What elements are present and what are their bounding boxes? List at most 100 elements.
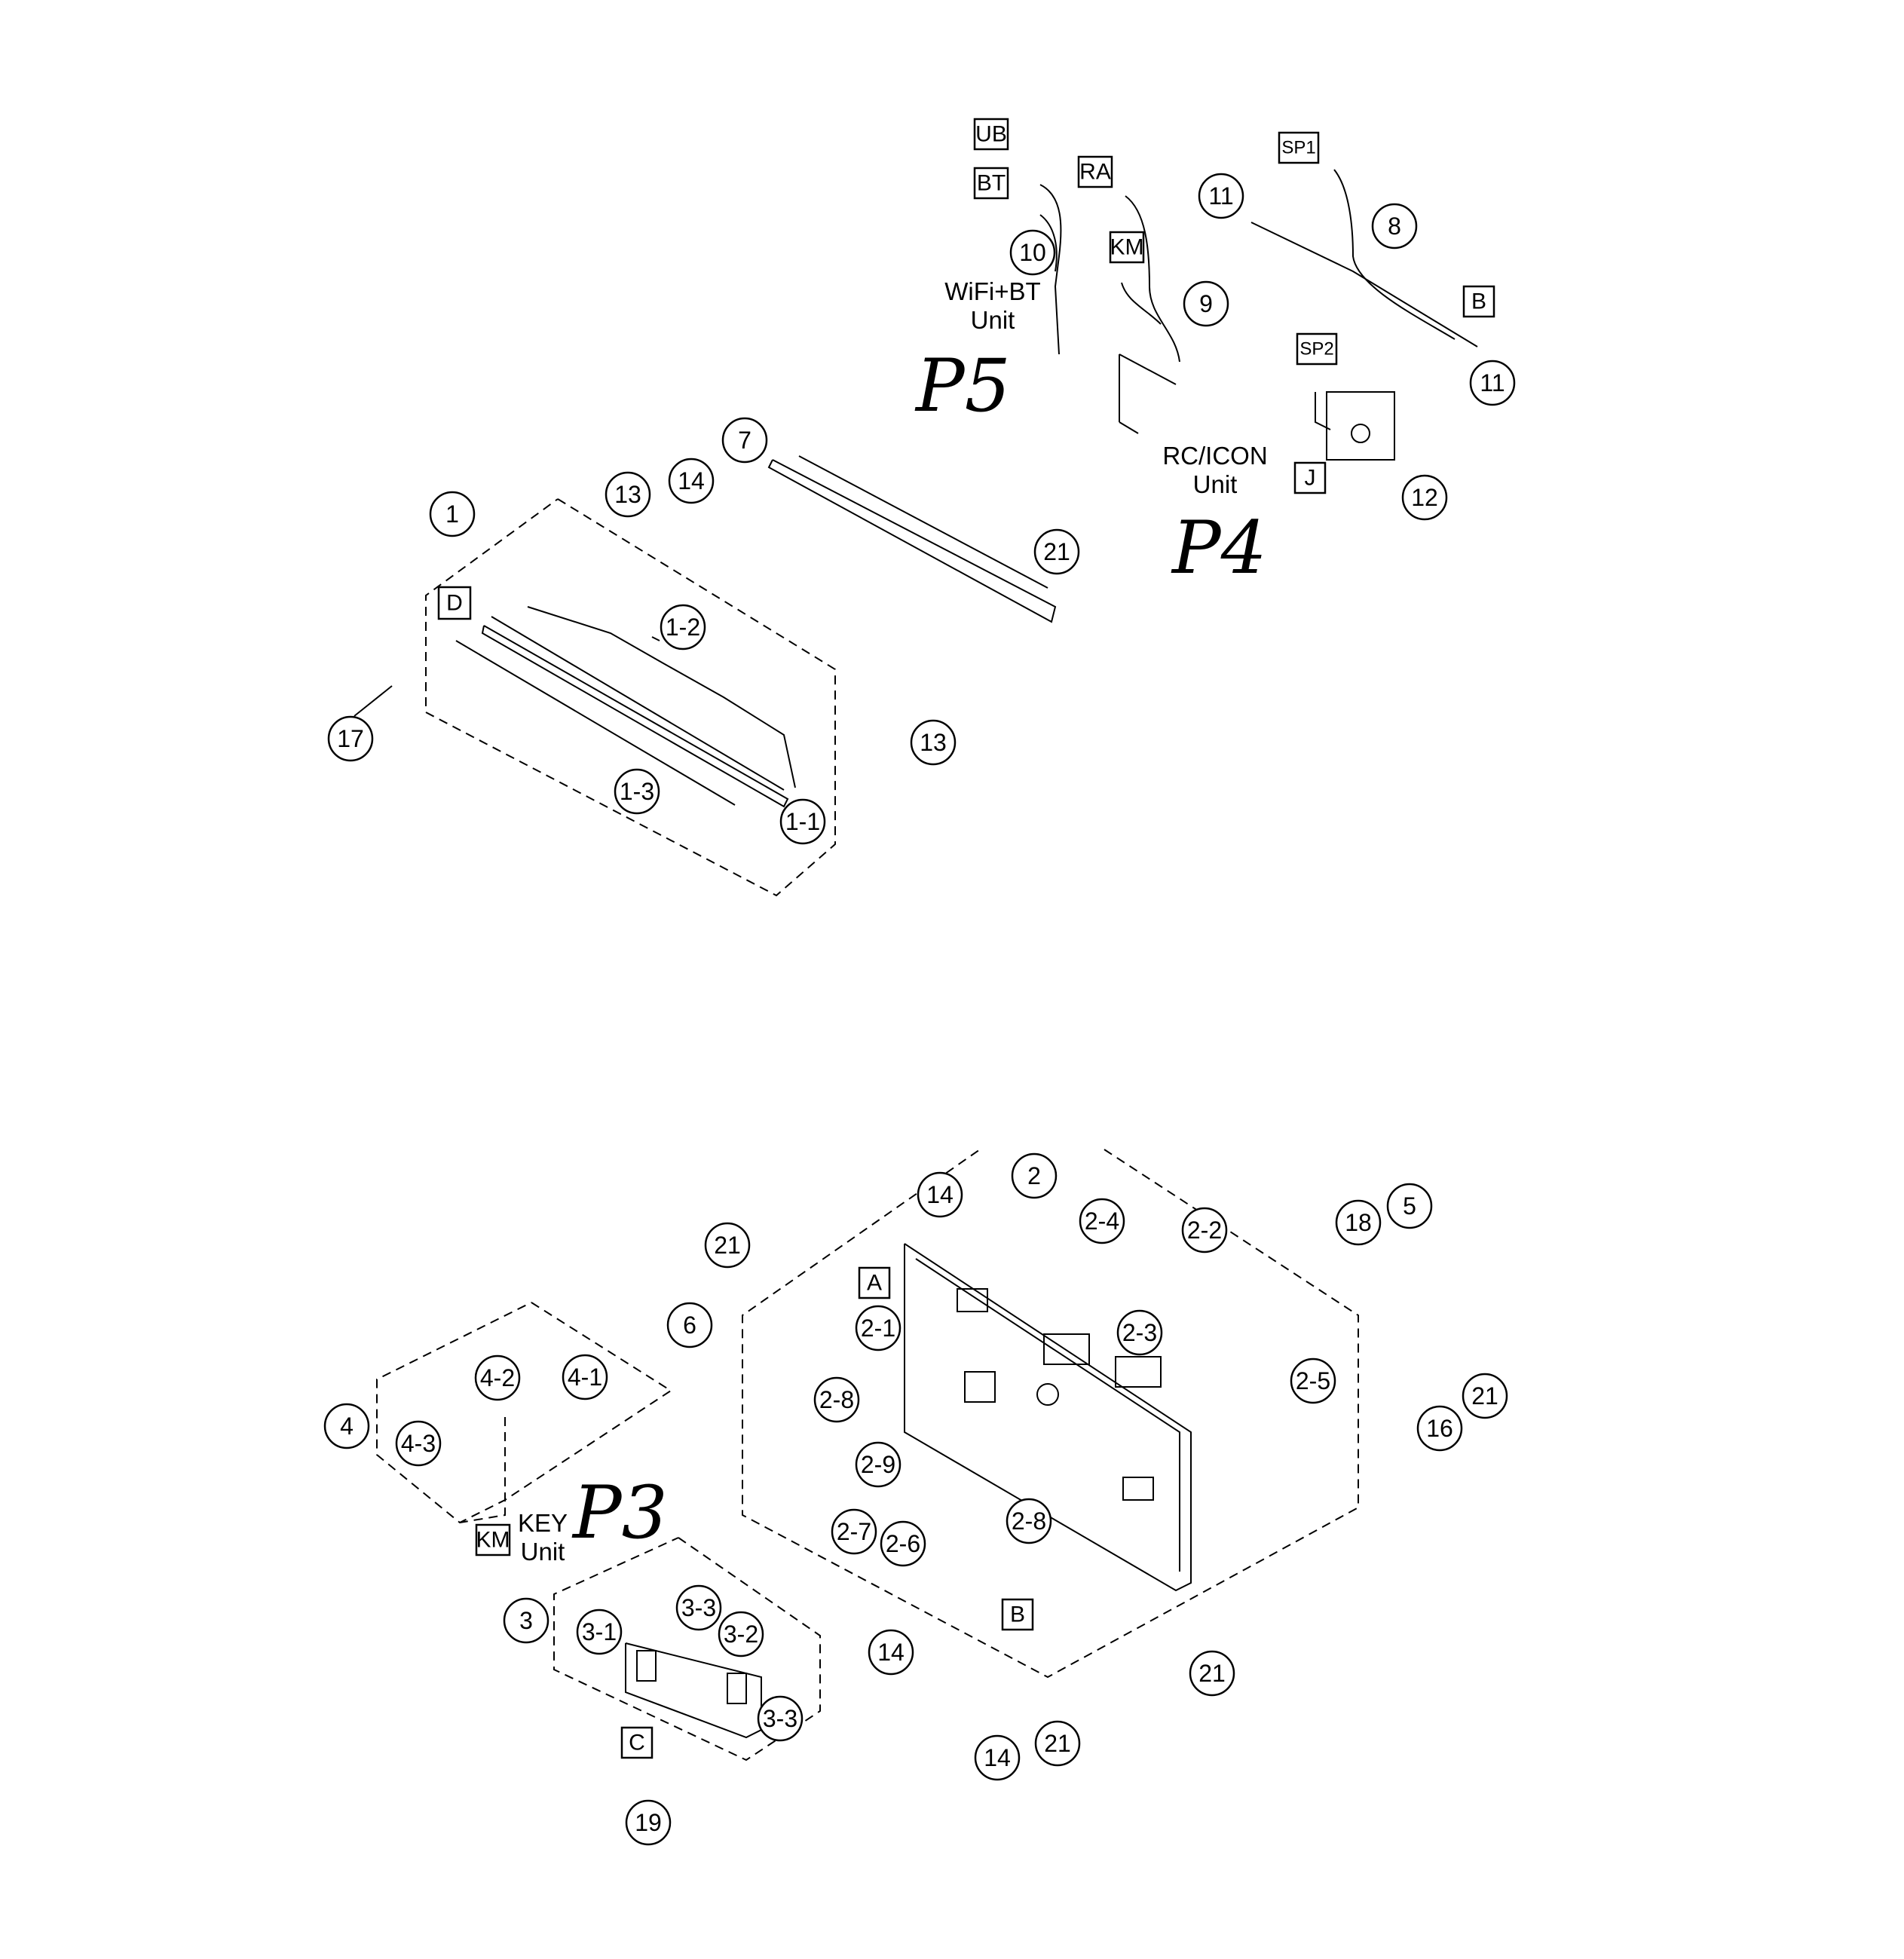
callout-8: 8 (1371, 203, 1418, 249)
callout-1-1: 1-1 (779, 798, 826, 845)
callout-7: 7 (721, 417, 768, 464)
callout-2-3: 2-3 (1116, 1309, 1163, 1356)
callout-14b: 14 (917, 1171, 963, 1218)
part-strip-7 (767, 455, 1057, 623)
callout-1-3: 1-3 (614, 768, 660, 815)
callout-21b: 21 (704, 1222, 751, 1269)
connector-sp2: SP2 (1296, 332, 1338, 366)
connector-sp1: SP1 (1278, 131, 1320, 164)
callout-2-4: 2-4 (1079, 1198, 1125, 1244)
callout-2: 2 (1011, 1152, 1058, 1199)
callout-14a: 14 (668, 458, 715, 504)
callout-label: 3-3 (681, 1594, 716, 1621)
handwritten-p5: P5 (914, 344, 1011, 428)
handwritten-p3: P3 (571, 1471, 668, 1555)
callout-label: 21 (1044, 1730, 1071, 1757)
callout-13b: 13 (910, 719, 957, 766)
connector-label: C (629, 1731, 645, 1755)
callout-label: 3-3 (763, 1705, 797, 1732)
callout-label: 1-3 (620, 778, 654, 805)
callout-label: 14 (926, 1181, 954, 1208)
callout-3-2: 3-2 (718, 1611, 764, 1657)
callout-4-3: 4-3 (395, 1420, 442, 1467)
callout-3-3a: 3-3 (675, 1584, 722, 1631)
connector-label: SP2 (1299, 339, 1333, 360)
connector-kmb: KM (475, 1523, 511, 1556)
callout-4-1: 4-1 (562, 1354, 608, 1400)
callout-3-1: 3-1 (576, 1609, 623, 1655)
callout-14c: 14 (974, 1734, 1021, 1781)
callout-18: 18 (1335, 1199, 1382, 1246)
callout-2-8b: 2-8 (1006, 1498, 1052, 1544)
callout-label: 6 (683, 1312, 696, 1339)
callout-label: 21 (1043, 538, 1070, 565)
callout-label: 11 (1480, 369, 1505, 396)
connector-d: D (437, 586, 472, 620)
handwritten-p4: P4 (1171, 506, 1267, 590)
callout-11a: 11 (1198, 173, 1244, 219)
callout-10: 10 (1009, 229, 1056, 276)
callout-9: 9 (1183, 280, 1229, 327)
callout-21e: 21 (1034, 1720, 1081, 1767)
wiring-harness (1039, 169, 1478, 461)
connector-label: RA (1079, 160, 1111, 185)
callout-label: 4-2 (480, 1364, 515, 1391)
callout-label: 2-6 (886, 1530, 920, 1557)
callout-1-2: 1-2 (660, 604, 706, 650)
callout-label: 3 (519, 1607, 533, 1634)
callout-label: 2-5 (1296, 1367, 1330, 1394)
callout-label: 13 (614, 481, 641, 508)
callout-17: 17 (327, 715, 374, 762)
part-clip-17 (354, 685, 393, 717)
callout-label: 17 (337, 725, 364, 752)
callout-13a: 13 (605, 471, 651, 518)
group-3-outline (553, 1537, 821, 1762)
callout-label: 2-4 (1085, 1208, 1119, 1235)
connector-ba: B (1462, 285, 1495, 318)
connector-label: D (446, 591, 463, 616)
key-unit-line1: KEY (518, 1509, 568, 1537)
callout-label: 7 (738, 427, 751, 454)
connector-label: UB (975, 122, 1007, 147)
group-1-outline (425, 498, 836, 897)
callout-label: 2-7 (837, 1518, 871, 1545)
connector-ra: RA (1077, 155, 1113, 188)
callout-3-3b: 3-3 (757, 1695, 804, 1742)
callout-1: 1 (429, 491, 476, 537)
connector-bt: BT (973, 167, 1009, 200)
callout-label: 4-3 (401, 1430, 436, 1457)
connector-label: SP1 (1281, 138, 1315, 158)
group-4-outline (376, 1302, 672, 1524)
part-stand-3 (625, 1642, 762, 1739)
unit-labels: WiFi+BT Unit RC/ICON Unit KEY Unit (518, 277, 1268, 1566)
callout-label: 2-3 (1122, 1319, 1157, 1346)
rc-icon-unit-line2: Unit (1193, 470, 1238, 498)
callout-label: 4 (340, 1413, 354, 1440)
callout-6: 6 (666, 1302, 713, 1348)
callout-label: 11 (1208, 182, 1233, 210)
callout-21d: 21 (1189, 1650, 1235, 1697)
callout-2-7: 2-7 (831, 1508, 877, 1555)
callout-21c: 21 (1462, 1373, 1508, 1419)
callout-5: 5 (1386, 1183, 1433, 1229)
key-unit-line2: Unit (521, 1538, 565, 1566)
rc-icon-unit-line1: RC/ICON (1162, 442, 1267, 470)
part-back-cover-2 (904, 1243, 1192, 1592)
callout-label: 1-2 (666, 614, 700, 641)
callout-label: 3-1 (582, 1618, 617, 1645)
connector-a: A (858, 1266, 891, 1299)
callout-label: 12 (1411, 484, 1438, 511)
callout-2-6: 2-6 (880, 1520, 926, 1567)
callout-label: 19 (635, 1809, 662, 1836)
connector-label: B (1471, 289, 1486, 314)
connector-label: A (867, 1271, 882, 1296)
callout-label: 8 (1388, 213, 1401, 240)
callout-2-8a: 2-8 (813, 1376, 860, 1423)
callout-label: 2-1 (861, 1315, 895, 1342)
wifi-bt-unit-line1: WiFi+BT (944, 277, 1040, 305)
callout-label: 14 (877, 1639, 905, 1666)
callout-label: 21 (1198, 1660, 1226, 1687)
connector-label: BT (977, 171, 1006, 196)
callout-label: 21 (1471, 1382, 1498, 1410)
